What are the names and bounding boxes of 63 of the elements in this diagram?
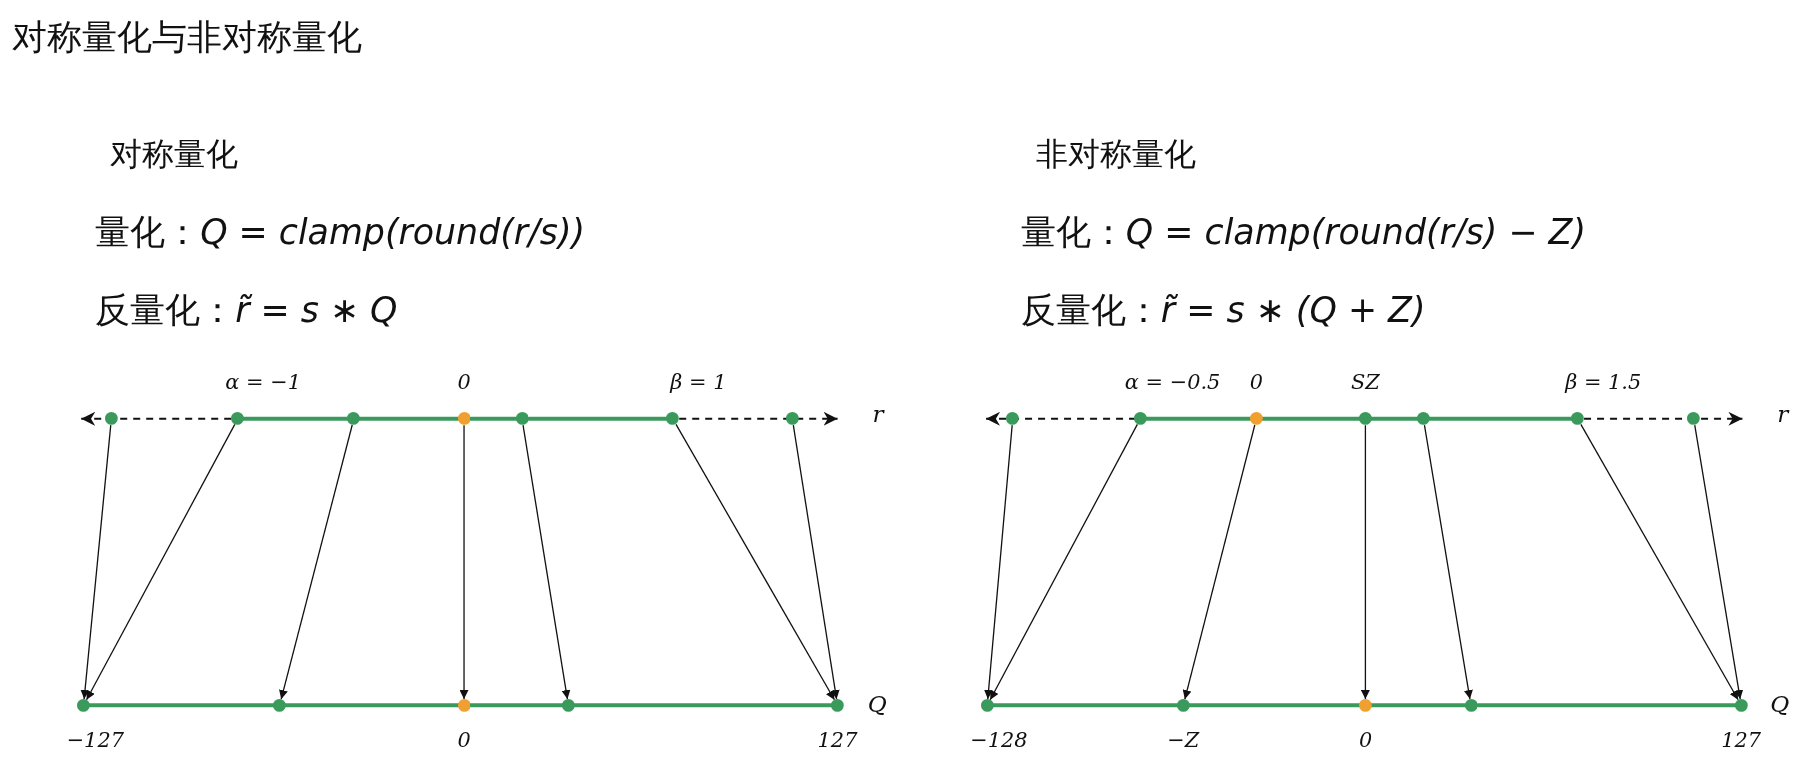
mapping-arrow bbox=[1694, 424, 1744, 700]
axis-label: r bbox=[872, 400, 884, 428]
point-dot bbox=[1571, 412, 1585, 426]
point-dot bbox=[77, 698, 90, 712]
point-dot bbox=[562, 698, 575, 712]
mapping-arrow bbox=[984, 424, 1013, 700]
point-dot bbox=[980, 698, 994, 712]
point-dot bbox=[1176, 698, 1190, 712]
mapping-arrow bbox=[1580, 423, 1739, 701]
value-label: SZ bbox=[1350, 369, 1380, 394]
value-label: α = −1 bbox=[225, 369, 301, 394]
value-label: 0 bbox=[1249, 369, 1264, 394]
point-dot bbox=[515, 412, 529, 426]
point-dot bbox=[273, 698, 286, 712]
value-label: −127 bbox=[66, 728, 124, 753]
axis-label: Q bbox=[867, 690, 887, 718]
formula: 反量化：r̃ = s ∗ (Q + Z) bbox=[1020, 289, 1426, 330]
section-heading: 非对称量化 bbox=[1035, 135, 1196, 174]
value-label: 0 bbox=[1358, 728, 1373, 753]
mapping-arrow bbox=[1182, 424, 1256, 700]
mapping-arrow bbox=[1423, 424, 1473, 700]
value-label: 0 bbox=[457, 728, 471, 753]
formula: 量化：Q = clamp(round(r/s) − Z) bbox=[1020, 212, 1586, 252]
point-dot bbox=[105, 412, 118, 426]
mapping-arrow bbox=[1360, 424, 1370, 700]
point-dot bbox=[1249, 412, 1263, 426]
point-dot bbox=[1133, 412, 1147, 426]
point-dot bbox=[1359, 698, 1372, 712]
mapping-arrow bbox=[80, 424, 112, 700]
mapping-arrow bbox=[675, 423, 836, 701]
point-dot bbox=[231, 412, 245, 426]
value-label: −Z bbox=[1167, 728, 1200, 753]
value-label: β = 1.5 bbox=[1565, 369, 1642, 394]
point-dot bbox=[666, 412, 680, 426]
mapping-arrow bbox=[279, 424, 353, 700]
point-dot bbox=[1734, 698, 1748, 712]
value-label: β = 1 bbox=[670, 369, 727, 394]
formula: 量化：Q = clamp(round(r/s)) bbox=[95, 212, 586, 252]
value-label: α = −0.5 bbox=[1124, 369, 1221, 394]
value-label: 0 bbox=[457, 369, 471, 394]
mapping-arrow bbox=[522, 424, 571, 700]
mapping-arrow bbox=[989, 423, 1138, 701]
value-label: 127 bbox=[1721, 728, 1762, 753]
mapping-arrow bbox=[459, 424, 469, 700]
value-label: −128 bbox=[970, 728, 1028, 753]
mapping-arrow bbox=[85, 423, 236, 701]
formula: 反量化：r̃ = s ∗ Q bbox=[95, 289, 398, 330]
axis-label: Q bbox=[1770, 690, 1790, 718]
point-dot bbox=[1006, 412, 1020, 426]
point-dot bbox=[1417, 412, 1430, 426]
point-dot bbox=[1687, 412, 1701, 426]
point-dot bbox=[1359, 412, 1372, 426]
section-heading: 对称量化 bbox=[110, 135, 239, 174]
point-dot bbox=[457, 698, 471, 712]
axis-label: r bbox=[1777, 400, 1789, 428]
mapping-arrow bbox=[792, 424, 840, 700]
point-dot bbox=[831, 698, 844, 712]
point-dot bbox=[347, 412, 361, 426]
point-dot bbox=[785, 412, 799, 426]
point-dot bbox=[457, 412, 471, 426]
page-title: 对称量化与非对称量化 bbox=[11, 17, 362, 58]
value-label: 127 bbox=[817, 728, 858, 753]
point-dot bbox=[1464, 698, 1478, 712]
